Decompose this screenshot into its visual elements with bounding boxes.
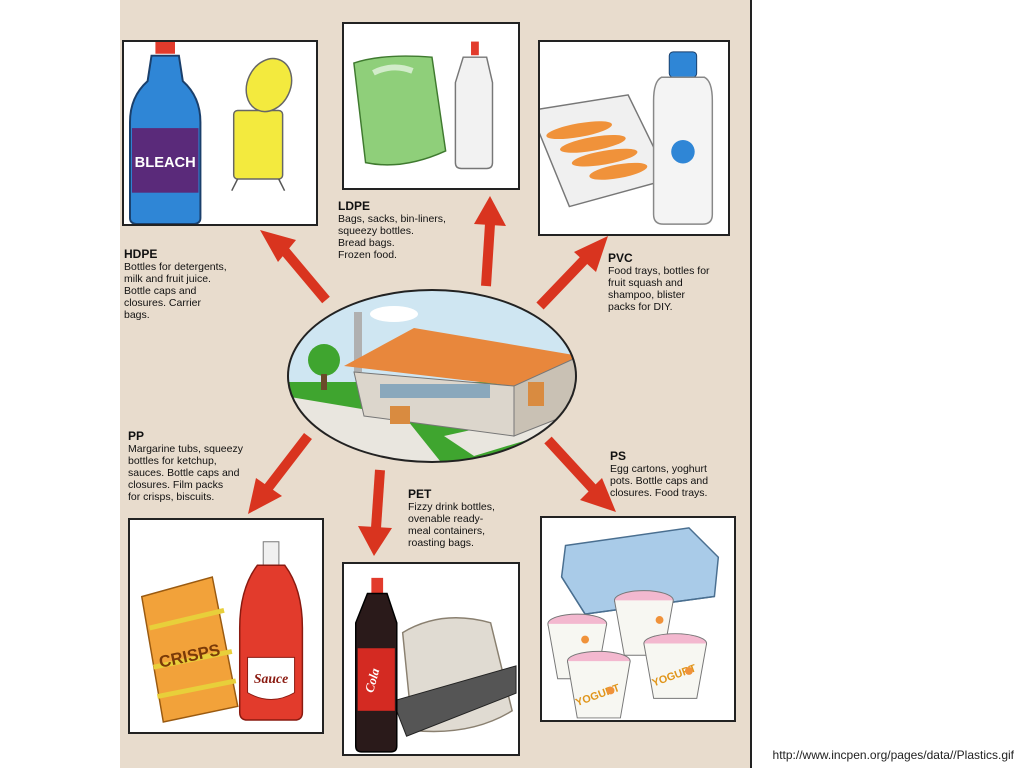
pp-panel: CRISPS Sauce <box>128 518 324 734</box>
cola-text: Cola <box>362 666 382 694</box>
pet-title: PET <box>408 487 432 501</box>
shampoo-label-dot <box>671 139 695 164</box>
hdpe-caption: HDPE Bottles for detergents, milk and fr… <box>124 248 264 321</box>
arrow-to-pet-icon <box>358 469 392 556</box>
pvc-line: shampoo, blister <box>608 289 686 301</box>
ps-panel: YOGURT YOGURT <box>540 516 736 722</box>
ketchup-cap-icon <box>262 541 280 566</box>
pet-line: meal containers, <box>408 525 486 537</box>
ldpe-line: Bags, sacks, bin-liners, <box>338 213 446 225</box>
shampoo-cap-icon <box>668 51 698 78</box>
ps-title: PS <box>610 449 627 463</box>
pp-line: closures. Film packs <box>128 479 224 491</box>
hdpe-line: Bottles for detergents, <box>124 261 227 273</box>
hdpe-illustration: BLEACH <box>129 42 293 224</box>
sauce-label <box>247 656 296 700</box>
pvc-title: PVC <box>608 251 633 265</box>
hdpe-panel: BLEACH <box>122 40 318 226</box>
hdpe-title: HDPE <box>124 247 158 261</box>
pet-line: roasting bags. <box>408 537 474 549</box>
pvc-line: Food trays, bottles for <box>608 265 710 277</box>
pvc-panel <box>538 40 730 236</box>
factory-roof-icon <box>344 328 576 386</box>
squeezy-bottle-cap-icon <box>471 41 479 56</box>
pet-panel: Cola <box>342 562 520 756</box>
pp-caption: PP Margarine tubs, squeezy bottles for k… <box>128 430 278 503</box>
tree-icon <box>308 344 340 376</box>
pvc-caption: PVC Food trays, bottles for fruit squash… <box>608 252 748 313</box>
flip-lid-icon <box>245 57 293 113</box>
cola-label <box>357 648 395 711</box>
plastics-poster: BLEACH <box>120 0 752 768</box>
ps-line: Egg cartons, yoghurt <box>610 463 707 475</box>
yogurt-pot-3-icon: YOGURT <box>566 650 631 719</box>
ps-caption: PS Egg cartons, yoghurt pots. Bottle cap… <box>610 450 746 499</box>
squeezy-bottle-icon <box>454 56 494 170</box>
hdpe-line: Bottle caps and <box>124 285 197 297</box>
carrots-icon <box>546 121 648 180</box>
factory-oval <box>287 289 577 463</box>
pp-illustration: CRISPS Sauce <box>140 541 304 723</box>
pvc-line: packs for DIY. <box>608 301 673 313</box>
ldpe-title: LDPE <box>338 199 371 213</box>
ps-illustration: YOGURT YOGURT <box>547 527 720 719</box>
yogurt-pot-4-icon: YOGURT <box>643 633 708 699</box>
chimney-icon <box>354 312 362 372</box>
ldpe-caption: LDPE Bags, sacks, bin-liners, squeezy bo… <box>338 200 478 261</box>
pet-illustration: Cola <box>354 577 517 753</box>
ps-line: closures. Food trays. <box>610 487 708 499</box>
sauce-text: Sauce <box>254 671 288 686</box>
meal-tray-icon <box>392 665 517 737</box>
ldpe-illustration <box>353 41 494 170</box>
ldpe-line: Bread bags. <box>338 237 395 249</box>
source-url: http://www.incpen.org/pages/data//Plasti… <box>772 748 1014 762</box>
yellow-container-icon <box>232 109 284 180</box>
pp-line: sauces. Bottle caps and <box>128 467 240 479</box>
pp-title: PP <box>128 429 145 443</box>
plastic-bag-icon <box>353 55 447 166</box>
pp-line: bottles for ketchup, <box>128 455 217 467</box>
ldpe-line: squeezy bottles. <box>338 225 414 237</box>
ldpe-panel <box>342 22 520 190</box>
pvc-illustration <box>540 51 714 225</box>
pet-line: ovenable ready- <box>408 513 484 525</box>
hdpe-line: milk and fruit juice. <box>124 273 211 285</box>
ldpe-line: Frozen food. <box>338 249 397 261</box>
pet-line: Fizzy drink bottles, <box>408 501 495 513</box>
pet-caption: PET Fizzy drink bottles, ovenable ready-… <box>408 488 538 549</box>
pp-line: Margarine tubs, squeezy <box>128 443 243 455</box>
bleach-label <box>131 128 199 193</box>
hdpe-line: bags. <box>124 309 150 321</box>
bleach-text: BLEACH <box>135 155 196 171</box>
arrow-to-ldpe-icon <box>474 196 506 287</box>
bleach-cap-icon <box>155 42 175 54</box>
hdpe-line: closures. Carrier <box>124 297 202 309</box>
cloud-icon <box>370 306 418 322</box>
pvc-line: fruit squash and <box>608 277 683 289</box>
pp-line: for crisps, biscuits. <box>128 491 215 503</box>
cola-cap-icon <box>371 577 384 594</box>
ps-line: pots. Bottle caps and <box>610 475 709 487</box>
